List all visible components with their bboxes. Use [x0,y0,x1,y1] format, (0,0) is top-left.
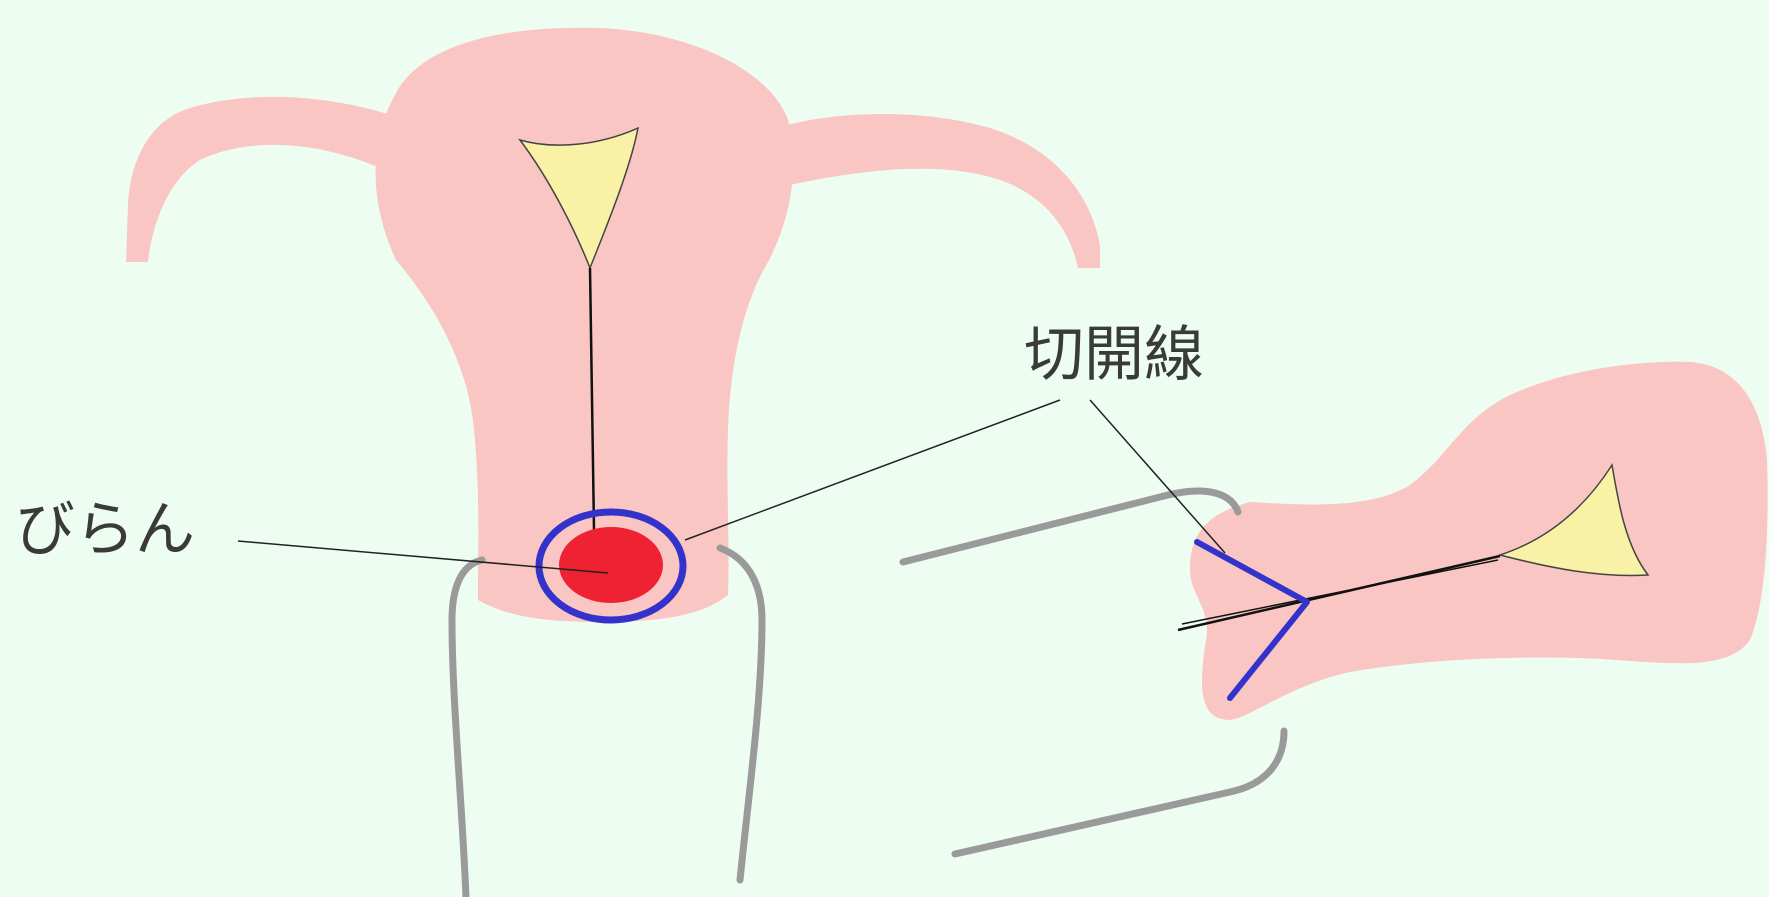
incision-line-label: 切開線 [1024,320,1204,390]
right-fallopian-tube [770,114,1100,268]
uterus-side-view [1178,362,1768,720]
uterus-front-view [126,28,1100,622]
left-vaginal-wall [452,560,482,897]
leader-lines [238,400,1225,573]
uterus-side-body [1190,362,1768,720]
right-vaginal-wall [720,548,762,880]
incision-leader-line-left [685,400,1060,540]
erosion-label: びらん [15,495,195,565]
incision-leader-line-right [1090,400,1225,553]
lower-vaginal-fornix [955,731,1284,854]
erosion-lesion [559,527,663,603]
upper-vaginal-fornix [903,491,1238,562]
left-fallopian-tube [126,97,400,262]
